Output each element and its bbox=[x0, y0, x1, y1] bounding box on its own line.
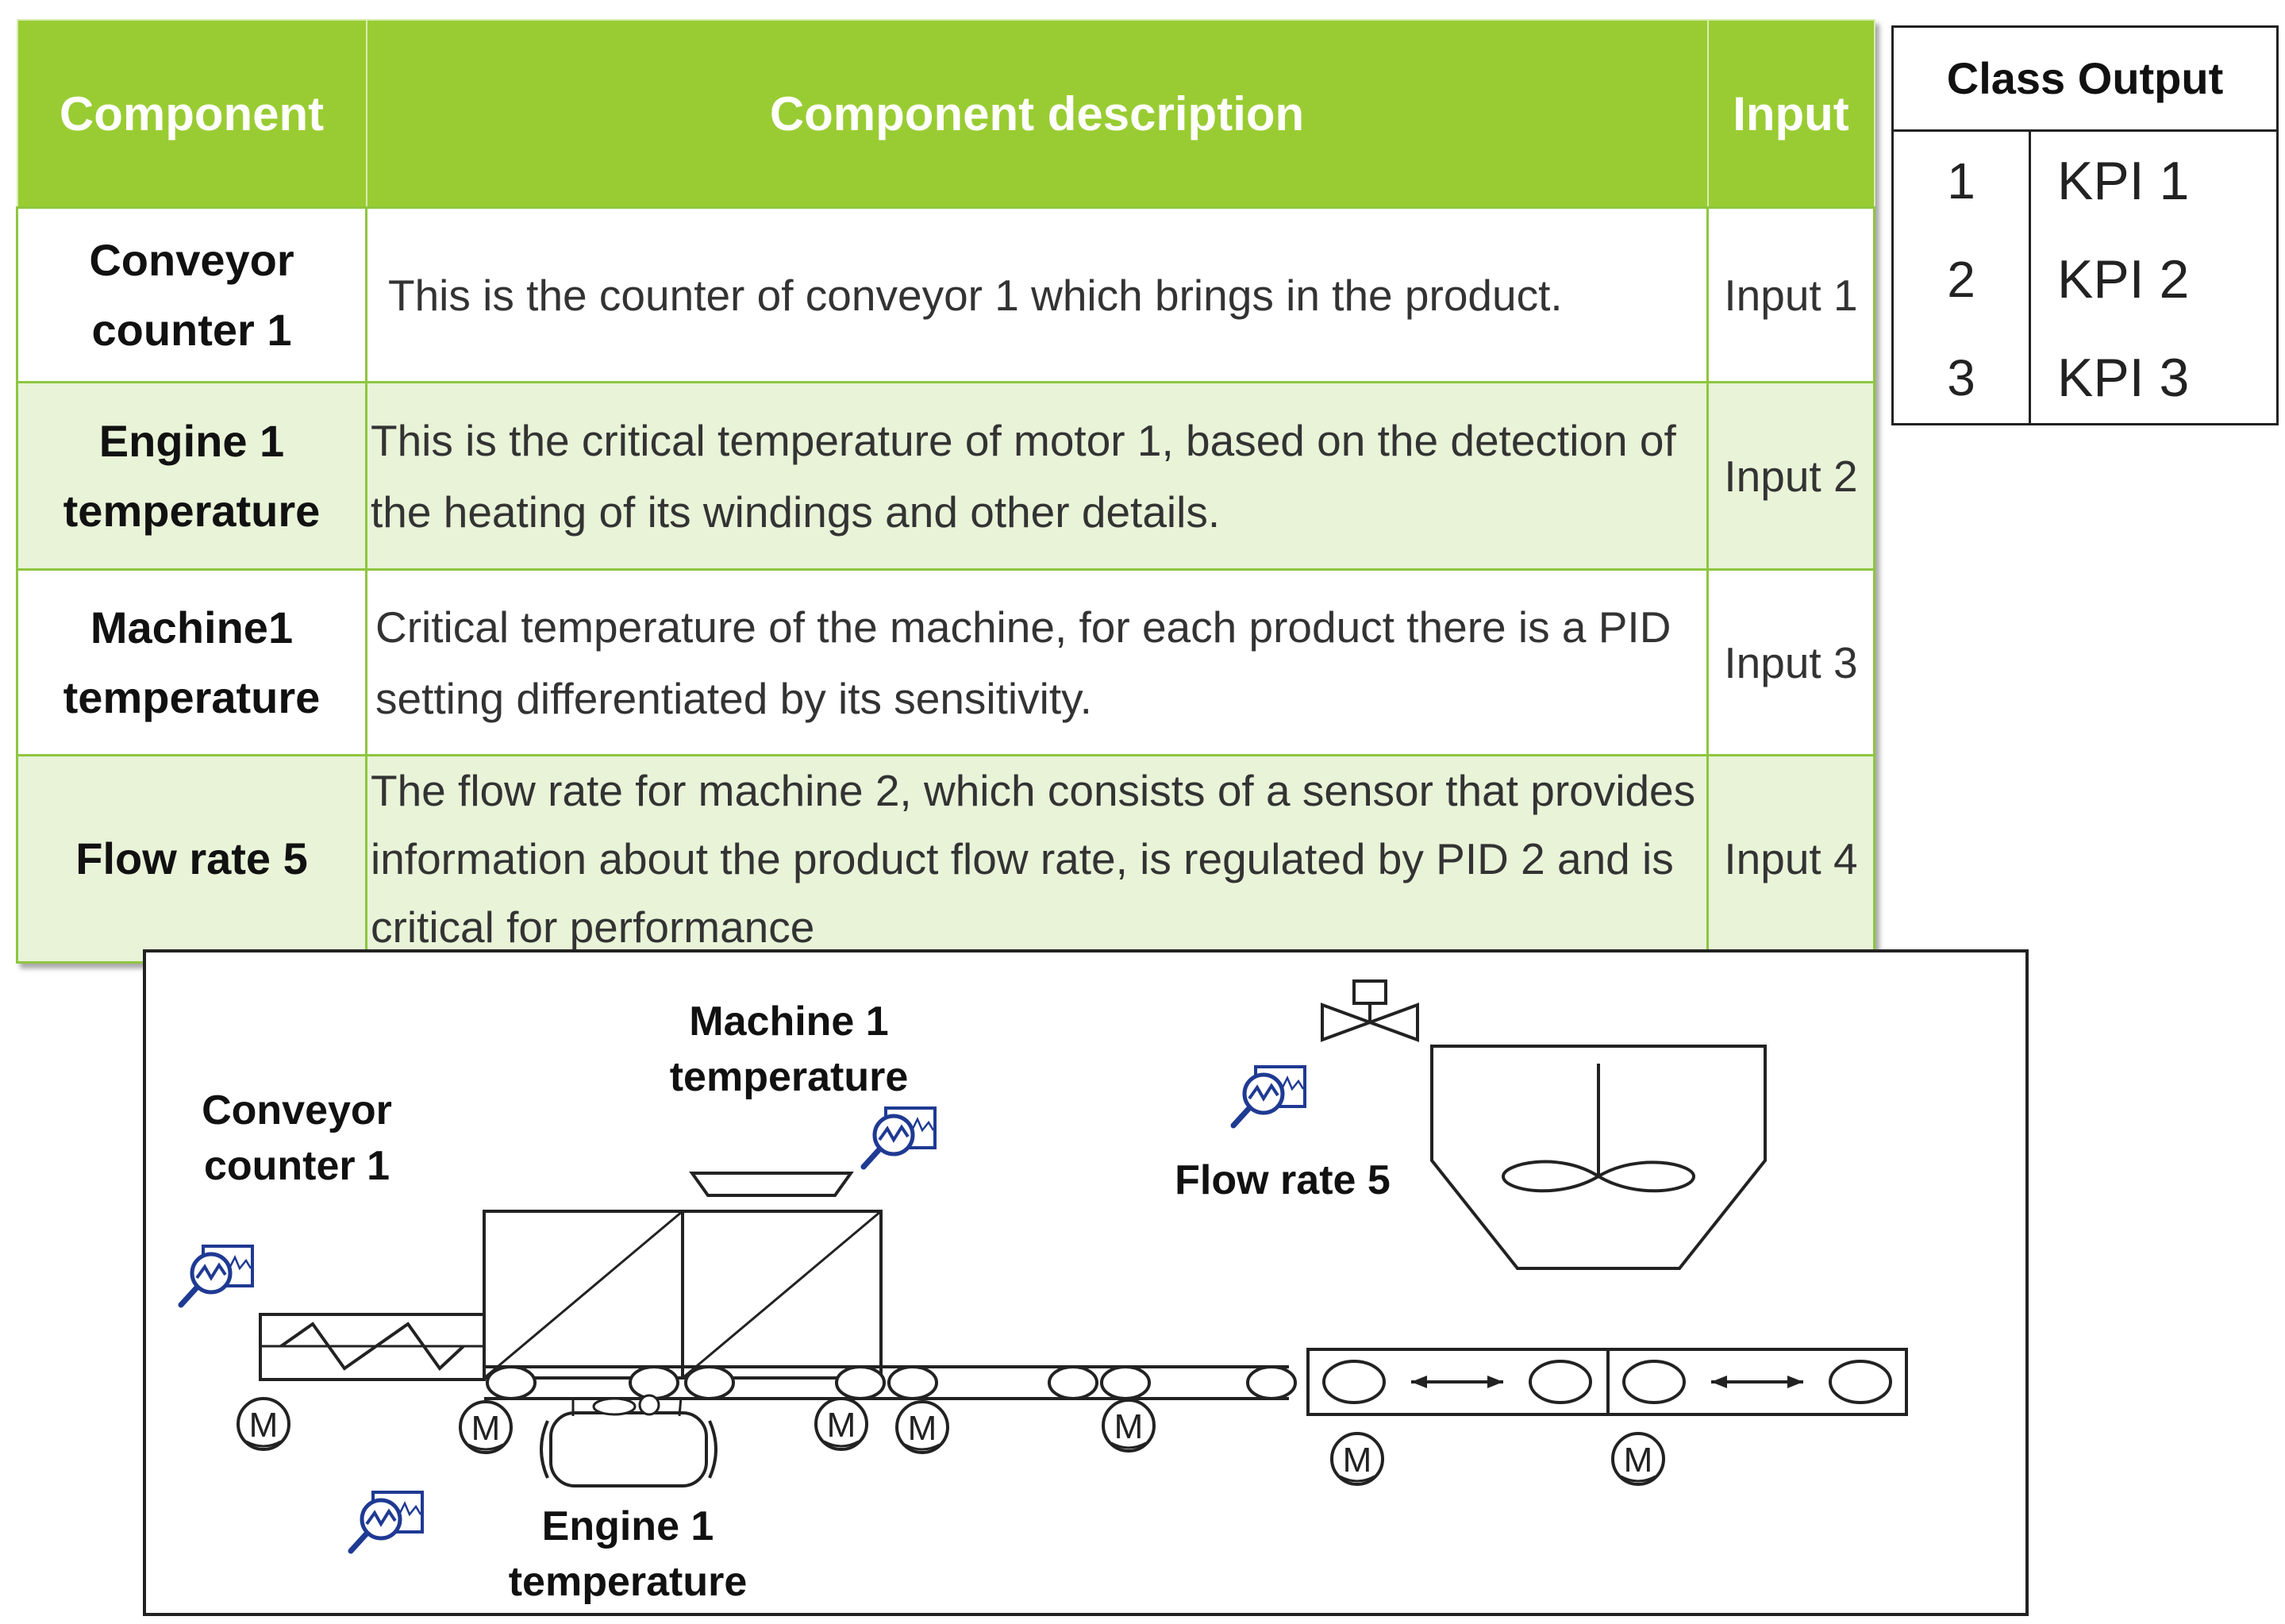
class-output-divider bbox=[2029, 129, 2031, 423]
class-number: 3 bbox=[1947, 349, 1975, 406]
class-output-row: 2 KPI 2 bbox=[1894, 230, 2276, 329]
component-description: This is the critical temperature of moto… bbox=[365, 381, 1709, 571]
process-diagram: M bbox=[143, 949, 2029, 1616]
sensor-icon-flow bbox=[1233, 1067, 1305, 1126]
component-input: Input 3 bbox=[1706, 568, 1875, 756]
class-kpi: KPI 2 bbox=[2057, 249, 2190, 310]
label-conveyor-counter: Conveyor counter 1 bbox=[202, 1087, 392, 1189]
class-output-row: 1 KPI 1 bbox=[1894, 132, 2276, 230]
component-description: The flow rate for machine 2, which consi… bbox=[365, 754, 1709, 964]
header-component: Component bbox=[16, 19, 367, 209]
class-number: 1 bbox=[1947, 152, 1975, 210]
machine-hood bbox=[689, 1172, 854, 1197]
table-row: Engine 1 temperature This is the critica… bbox=[16, 381, 1875, 571]
sensor-icon-conveyor bbox=[181, 1246, 252, 1305]
component-input: Input 1 bbox=[1706, 206, 1875, 383]
label-engine-temperature: Engine 1 temperature bbox=[508, 1503, 748, 1605]
table-row: Flow rate 5 The flow rate for machine 2,… bbox=[16, 754, 1875, 964]
component-description: This is the counter of conveyor 1 which … bbox=[365, 206, 1709, 383]
class-output-table: Class Output 1 KPI 1 2 KPI 2 3 KPI 3 bbox=[1891, 25, 2279, 425]
label-flow-rate: Flow rate 5 bbox=[1175, 1157, 1391, 1203]
class-kpi: KPI 1 bbox=[2057, 151, 2190, 211]
engine bbox=[549, 1411, 708, 1487]
header-description: Component description bbox=[365, 19, 1709, 209]
component-table: Component Component description Input Co… bbox=[16, 19, 1875, 964]
table-row: Machine1 temperature Critical temperatur… bbox=[16, 568, 1875, 756]
header-input: Input bbox=[1706, 19, 1875, 209]
component-name: Machine1 temperature bbox=[16, 568, 367, 756]
class-kpi: KPI 3 bbox=[2057, 348, 2190, 408]
component-input: Input 2 bbox=[1706, 381, 1875, 571]
class-output-title: Class Output bbox=[1894, 28, 2276, 132]
diagram-drawing: M bbox=[146, 979, 1908, 1613]
sensor-icon-machine bbox=[864, 1108, 935, 1167]
component-name: Engine 1 temperature bbox=[16, 381, 367, 571]
table-header-row: Component Component description Input bbox=[16, 19, 1875, 209]
sensor-icon-engine bbox=[351, 1492, 422, 1551]
table-row: Conveyor counter 1 This is the counter o… bbox=[16, 206, 1875, 383]
label-machine-temperature: Machine 1 temperature bbox=[669, 999, 909, 1100]
class-output-row: 3 KPI 3 bbox=[1894, 329, 2276, 427]
component-description: Critical temperature of the machine, for… bbox=[365, 568, 1709, 756]
component-input: Input 4 bbox=[1706, 754, 1875, 964]
component-name: Conveyor counter 1 bbox=[16, 206, 367, 383]
class-number: 2 bbox=[1947, 251, 1975, 308]
component-name: Flow rate 5 bbox=[16, 754, 367, 964]
